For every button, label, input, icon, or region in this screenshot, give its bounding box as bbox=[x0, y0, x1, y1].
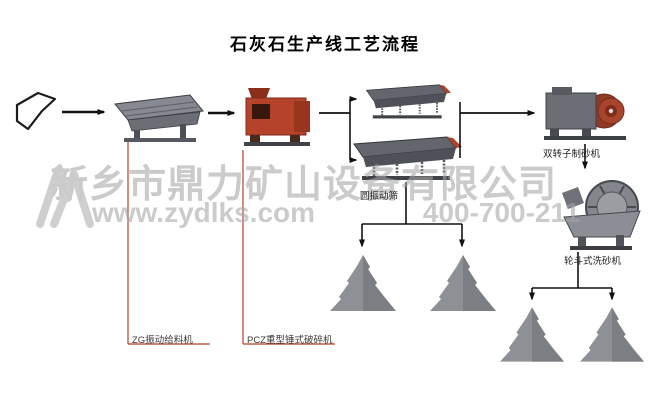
hammer-crusher-machine bbox=[240, 86, 318, 148]
sand-washer-machine bbox=[562, 175, 642, 251]
vibrating-feeder-machine bbox=[112, 92, 207, 144]
vibrating-screen-top bbox=[356, 84, 460, 120]
washer-label: 轮斗式洗砂机 bbox=[564, 256, 622, 267]
screen-label: 圆振动筛 bbox=[360, 191, 399, 202]
label-connector-lines bbox=[127, 142, 335, 345]
sand-pile bbox=[430, 253, 496, 311]
sand-pile bbox=[500, 305, 564, 362]
feeder-label: ZG振动给料机 bbox=[132, 335, 193, 346]
sand-pile bbox=[580, 305, 644, 362]
crusher-label: PCZ重型锤式破碎机 bbox=[247, 335, 333, 346]
sand-maker-machine bbox=[542, 84, 630, 142]
sand-maker-label: 双转子制砂机 bbox=[543, 149, 601, 160]
raw-material-icon bbox=[12, 90, 60, 132]
page-title: 石灰石生产线工艺流程 bbox=[230, 35, 420, 54]
sand-pile bbox=[330, 253, 396, 311]
vibrating-screen-bottom bbox=[352, 136, 462, 182]
